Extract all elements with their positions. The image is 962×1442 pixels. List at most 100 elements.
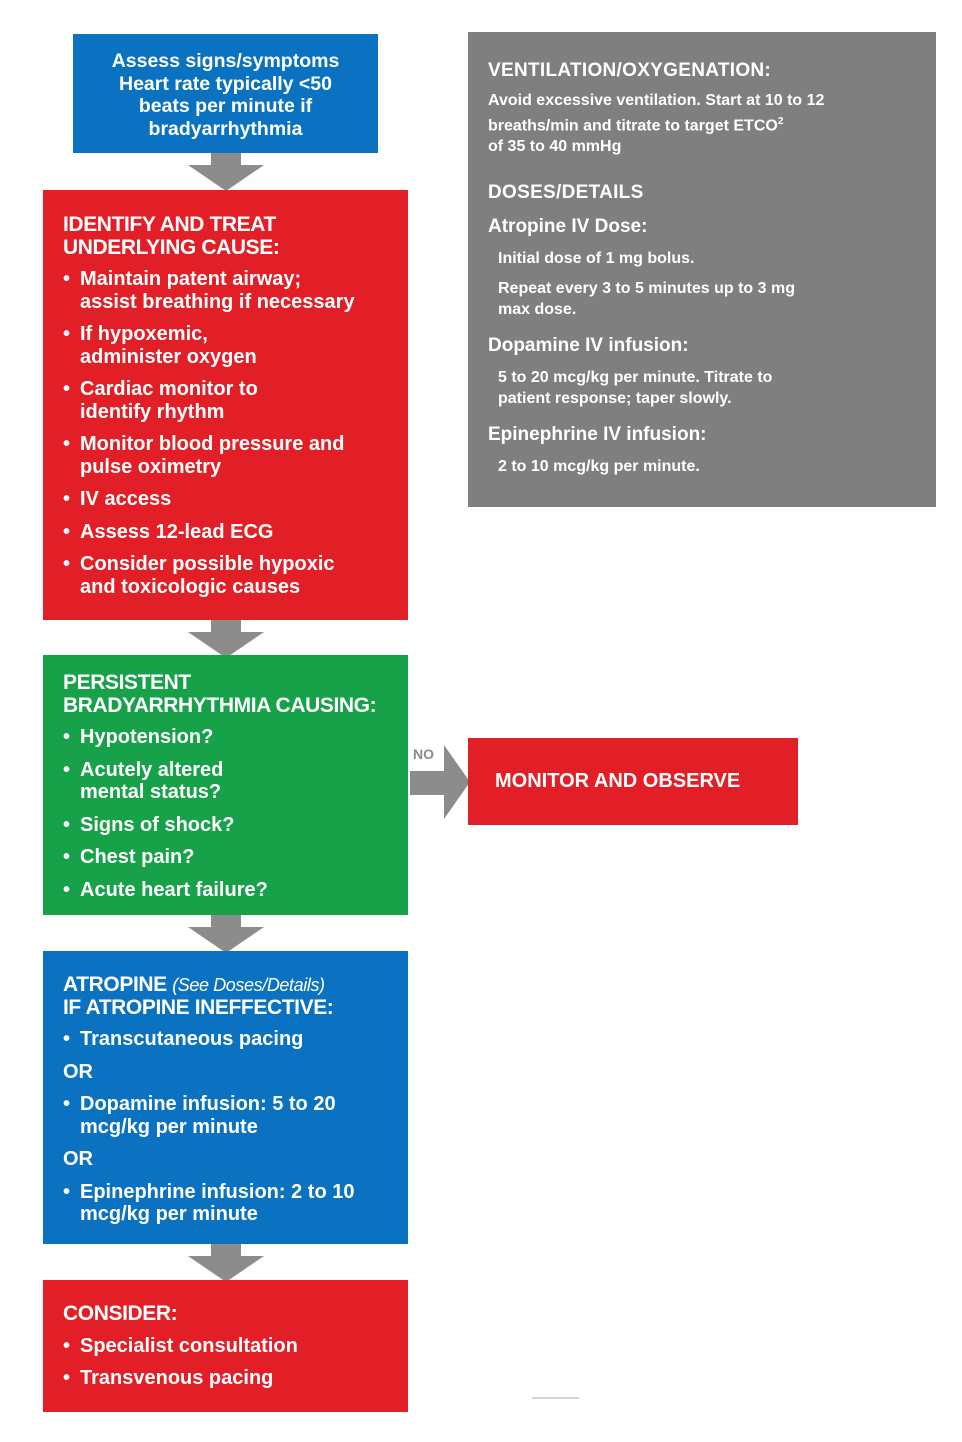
right-arrow-no	[410, 745, 470, 819]
list-item: Acutely altered mental status?	[63, 759, 408, 804]
list-item-line: Consider possible hypoxic	[80, 553, 335, 575]
list-item: Specialist consultation	[63, 1335, 408, 1358]
doses-heading: DOSES/DETAILS	[488, 182, 644, 204]
atropine-dose-text-2: Repeat every 3 to 5 minutes up to 3 mg m…	[498, 278, 936, 320]
persistent-bradyarrhythmia-box: PERSISTENT BRADYARRHYTHMIA CAUSING: Hypo…	[43, 655, 408, 915]
assess-line-2: Heart rate typically <50	[119, 72, 332, 95]
list-item: Epinephrine infusion: 2 to 10 mcg/kg per…	[63, 1181, 408, 1226]
persistent-heading-line-2: BRADYARRHYTHMIA CAUSING:	[63, 693, 377, 717]
atropine-dose-title: Atropine IV Dose:	[488, 216, 648, 238]
list-item-line: mcg/kg per minute	[80, 1203, 258, 1225]
atropine-dose-line: max dose.	[498, 301, 577, 319]
list-item: Acute heart failure?	[63, 879, 408, 902]
list-item-line: IV access	[80, 488, 172, 510]
divider	[532, 1397, 579, 1399]
identify-heading-line-1: IDENTIFY AND TREAT	[63, 213, 276, 236]
dopamine-text: 5 to 20 mcg/kg per minute. Titrate to pa…	[498, 367, 936, 409]
atropine-list: Epinephrine infusion: 2 to 10 mcg/kg per…	[63, 1181, 408, 1226]
list-item: Hypotension?	[63, 726, 408, 749]
down-arrow-1	[188, 153, 264, 191]
dopamine-title: Dopamine IV infusion:	[488, 335, 689, 357]
identify-treat-box: IDENTIFY AND TREAT UNDERLYING CAUSE: Mai…	[43, 190, 408, 620]
no-label: NO	[413, 746, 434, 762]
list-item-line: If hypoxemic,	[80, 323, 208, 345]
list-item-line: Maintain patent airway;	[80, 268, 302, 290]
dopamine-line: 5 to 20 mcg/kg per minute. Titrate to	[498, 369, 773, 387]
ventilation-line-3: of 35 to 40 mmHg	[488, 138, 622, 156]
list-item-line: administer oxygen	[80, 345, 257, 368]
list-item-line: assist breathing if necessary	[80, 290, 355, 313]
list-item: Signs of shock?	[63, 814, 408, 837]
list-item: Maintain patent airway; assist breathing…	[63, 268, 408, 313]
list-item-line: Signs of shock?	[80, 813, 235, 836]
list-item-line: Transvenous pacing	[80, 1367, 274, 1389]
identify-heading-line-2: UNDERLYING CAUSE:	[63, 235, 280, 259]
atropine-dose-text-1: Initial dose of 1 mg bolus.	[498, 250, 695, 268]
persistent-list: Hypotension? Acutely altered mental stat…	[63, 726, 408, 901]
etco2-superscript: 2	[777, 116, 784, 127]
consider-list: Specialist consultation Transvenous paci…	[63, 1335, 408, 1390]
ventilation-line-2: breaths/min and titrate to target ETCO2	[488, 111, 936, 136]
list-item: Transvenous pacing	[63, 1367, 408, 1390]
assess-symptoms-box: Assess signs/symptoms Heart rate typical…	[73, 34, 378, 153]
list-item: IV access	[63, 488, 408, 511]
atropine-heading-line-1: ATROPINE (See Doses/Details)	[63, 973, 408, 997]
consider-heading: CONSIDER:	[63, 1302, 178, 1325]
list-item-line: and toxicologic causes	[80, 575, 301, 598]
monitor-observe-box: MONITOR AND OBSERVE	[468, 738, 798, 825]
list-item: Monitor blood pressure and pulse oximetr…	[63, 433, 408, 478]
assess-line-1: Assess signs/symptoms	[111, 50, 340, 72]
epinephrine-title: Epinephrine IV infusion:	[488, 424, 707, 446]
list-item-line: mcg/kg per minute	[80, 1115, 258, 1138]
list-item: Consider possible hypoxic and toxicologi…	[63, 553, 408, 598]
list-item-line: Hypotension?	[80, 726, 214, 748]
doses-details-panel: VENTILATION/OXYGENATION: Avoid excessive…	[468, 32, 936, 507]
list-item: Chest pain?	[63, 846, 408, 869]
list-item-line: identify rhythm	[80, 400, 225, 423]
atropine-heading: ATROPINE (See Doses/Details) IF ATROPINE…	[63, 973, 408, 1019]
list-item-line: Acute heart failure?	[80, 878, 268, 901]
ventilation-line-2-text: breaths/min and titrate to target ETCO	[488, 117, 778, 135]
list-item-line: Specialist consultation	[80, 1334, 298, 1357]
list-item: If hypoxemic, administer oxygen	[63, 323, 408, 368]
ventilation-heading: VENTILATION/OXYGENATION:	[488, 60, 772, 81]
list-item-line: Acutely altered	[80, 758, 224, 781]
ventilation-text: Avoid excessive ventilation. Start at 10…	[488, 90, 936, 157]
identify-list: Maintain patent airway; assist breathing…	[63, 268, 408, 598]
assess-line-3: beats per minute if	[138, 95, 313, 117]
atropine-list: Dopamine infusion: 5 to 20 mcg/kg per mi…	[63, 1093, 408, 1138]
epinephrine-text: 2 to 10 mcg/kg per minute.	[498, 458, 700, 476]
list-item: Cardiac monitor to identify rhythm	[63, 378, 408, 423]
down-arrow-3	[188, 915, 264, 953]
down-arrow-2	[188, 620, 264, 658]
down-arrow-4	[188, 1244, 264, 1282]
list-item-line: Monitor blood pressure and	[80, 433, 345, 455]
atropine-dose-line: Repeat every 3 to 5 minutes up to 3 mg	[498, 280, 795, 298]
list-item: Assess 12-lead ECG	[63, 521, 408, 544]
atropine-heading-line-2: IF ATROPINE INEFFECTIVE:	[63, 995, 334, 1019]
list-item: Dopamine infusion: 5 to 20 mcg/kg per mi…	[63, 1093, 408, 1138]
dopamine-line: patient response; taper slowly.	[498, 390, 732, 408]
list-item-line: Transcutaneous pacing	[80, 1028, 304, 1050]
list-item-line: Cardiac monitor to	[80, 378, 258, 400]
assess-line-4: bradyarrhythmia	[148, 117, 303, 140]
or-label: OR	[63, 1060, 93, 1083]
atropine-heading-note: (See Doses/Details)	[172, 975, 325, 995]
list-item-line: mental status?	[80, 781, 222, 803]
persistent-heading: PERSISTENT BRADYARRHYTHMIA CAUSING:	[63, 671, 408, 717]
list-item-line: Assess 12-lead ECG	[80, 520, 274, 543]
atropine-box: ATROPINE (See Doses/Details) IF ATROPINE…	[43, 951, 408, 1244]
list-item-line: pulse oximetry	[80, 455, 222, 478]
atropine-list: Transcutaneous pacing	[63, 1028, 408, 1051]
identify-heading: IDENTIFY AND TREAT UNDERLYING CAUSE:	[63, 213, 408, 259]
monitor-label: MONITOR AND OBSERVE	[495, 770, 741, 792]
ventilation-line-1: Avoid excessive ventilation. Start at 10…	[488, 92, 825, 109]
list-item-line: Dopamine infusion: 5 to 20	[80, 1093, 336, 1115]
consider-box: CONSIDER: Specialist consultation Transv…	[43, 1280, 408, 1412]
atropine-heading-main: ATROPINE	[63, 973, 167, 996]
list-item: Transcutaneous pacing	[63, 1028, 408, 1051]
list-item-line: Chest pain?	[80, 846, 195, 868]
persistent-heading-line-1: PERSISTENT	[63, 671, 191, 694]
list-item-line: Epinephrine infusion: 2 to 10	[80, 1180, 355, 1203]
or-label: OR	[63, 1148, 93, 1170]
